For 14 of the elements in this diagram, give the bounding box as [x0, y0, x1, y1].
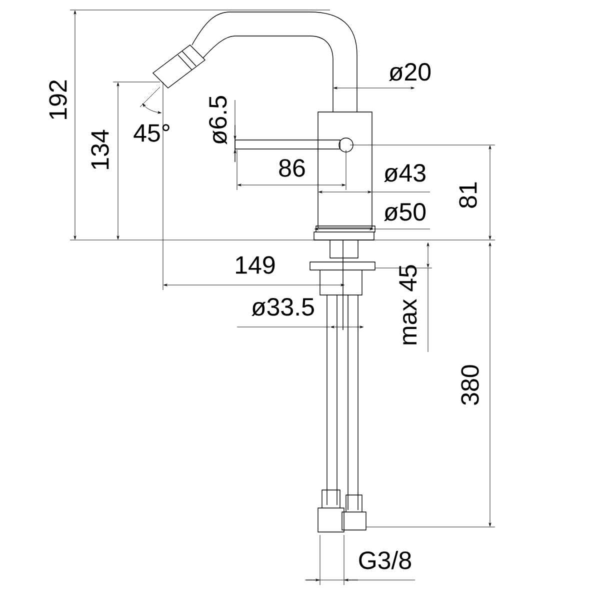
- dimension-label: 81: [459, 182, 477, 208]
- dimension-label: ø33.5: [252, 298, 314, 316]
- dimension-label: 149: [236, 256, 275, 274]
- dimension-label: ø20: [389, 63, 431, 81]
- dimension-label: 380: [461, 365, 479, 405]
- dimension-label: ø50: [384, 203, 426, 221]
- dimension-label: 86: [279, 159, 305, 177]
- dimension-label: ø43: [384, 164, 426, 182]
- dimension-label: 45°: [134, 124, 170, 142]
- dimension-label: G3/8: [359, 550, 412, 570]
- dimension-label: ø6.5: [209, 96, 227, 144]
- dimension-label: 134: [91, 130, 109, 169]
- dimension-label: 192: [49, 80, 67, 119]
- dimension-label: max 45: [399, 265, 417, 344]
